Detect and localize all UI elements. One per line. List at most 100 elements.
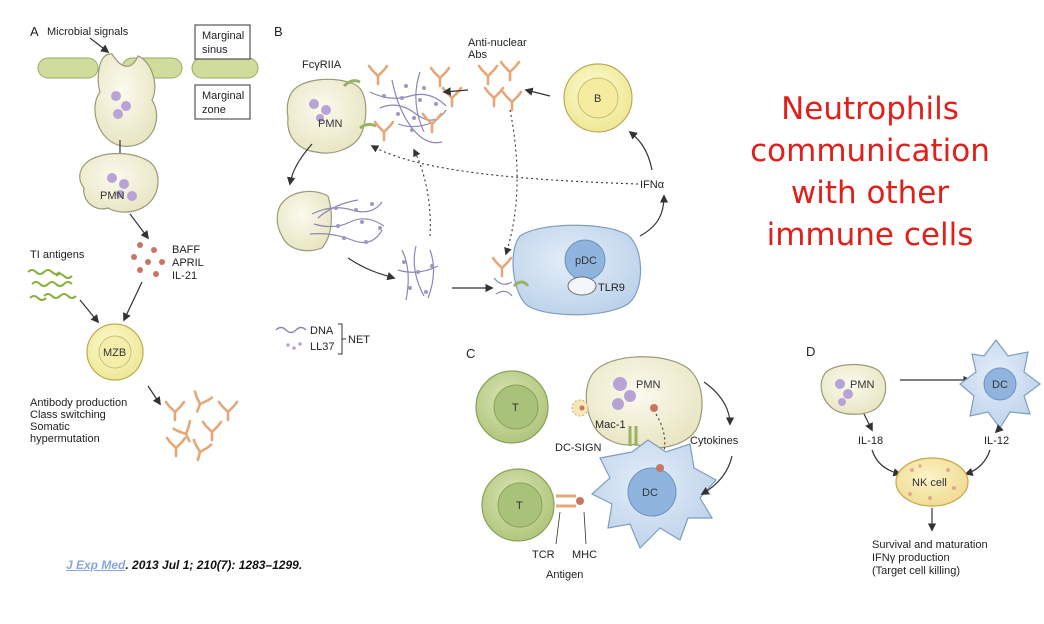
pmn-c-label: PMN — [636, 379, 661, 391]
t-cell-top-label: T — [512, 402, 519, 414]
marginal-zone-label-1: Marginal — [202, 90, 244, 102]
legend-ll37-label: LL37 — [310, 341, 334, 353]
outcome-hypermutation: hypermutation — [30, 433, 100, 445]
panel-c: C T PMN Mac-1 DC-SIGN DC Cytokines T — [466, 346, 739, 581]
tlr9-endosome — [567, 276, 597, 296]
il18-to-nk-arrow — [871, 449, 902, 477]
pmn-b-nucleus — [309, 99, 331, 122]
mhc-antigen-dot — [576, 497, 584, 505]
outcome-killing: (Target cell killing) — [872, 565, 960, 577]
pmn-to-il18-arrow — [863, 413, 873, 432]
ifn-to-pmn-dotted — [370, 145, 639, 185]
outcome-survival: Survival and maturation — [872, 539, 988, 551]
dc-c-label: DC — [642, 487, 658, 499]
headline-line-3: with other — [790, 175, 950, 211]
arrow-factors-to-mzb — [123, 281, 143, 322]
outcome-class-switching: Class switching — [30, 409, 106, 421]
nk-label: NK cell — [912, 477, 947, 489]
marginal-zone-box — [194, 84, 251, 120]
pmn-cell-c — [585, 356, 703, 449]
dc-d-label: DC — [992, 379, 1008, 391]
headline-line-4: immune cells — [766, 217, 974, 253]
pmn-cell-b — [286, 78, 367, 154]
tcr-mhc-pointers — [555, 511, 587, 545]
pmn-b-label: PMN — [318, 118, 343, 130]
panel-b: B FcγRIIA PMN Anti-nuclear Abs — [274, 24, 669, 355]
april-label: APRIL — [172, 257, 204, 269]
ifn-label: IFNα — [640, 179, 665, 191]
antibodies-anti-nuclear — [477, 60, 523, 112]
antigen-transfer-dotted — [655, 413, 666, 466]
dcsign-label: DC-SIGN — [555, 442, 602, 454]
legend-ll37-swatch — [286, 342, 302, 350]
arrow-to-factors — [129, 213, 150, 240]
headline: Neutrophils communication with other imm… — [720, 88, 1020, 256]
headline-line-1: Neutrophils — [781, 91, 959, 127]
panel-c-letter: C — [466, 346, 475, 361]
il21-label: IL-21 — [172, 270, 197, 282]
t-cell-top-nucleus — [493, 384, 539, 430]
arrow-b-to-abs — [524, 87, 551, 97]
fcr-receptors — [342, 79, 377, 130]
headline-line-2: communication — [750, 133, 990, 169]
pdc-label: pDC — [575, 255, 597, 267]
synapse-antigen-dot — [579, 405, 585, 411]
arrow-antigen-to-mzb — [79, 299, 100, 324]
ti-antigens-label: TI antigens — [30, 249, 85, 261]
t-cell-bottom-nucleus — [497, 482, 543, 528]
abs-to-pdc-dotted — [504, 109, 518, 256]
anti-nuclear-label-2: Abs — [468, 49, 487, 61]
cytokines-arrow-bottom — [700, 455, 733, 495]
il12-to-nk-arrow — [964, 449, 991, 476]
baff-label: BAFF — [172, 244, 200, 256]
tlr9-label: TLR9 — [598, 282, 625, 294]
pdc-bound-net — [493, 277, 513, 297]
netting-neutrophil — [276, 190, 332, 252]
net-to-pmn-dotted — [413, 148, 431, 237]
marginal-sinus-box — [194, 24, 251, 60]
dc-antigen-dot — [656, 464, 664, 472]
citation: J Exp Med. 2013 Jul 1; 210(7): 1283–1299… — [66, 558, 302, 572]
outcome-somatic: Somatic — [30, 421, 70, 433]
legend-dna-label: DNA — [310, 325, 334, 337]
pdc-receptor — [512, 280, 530, 288]
microbial-signals-arrow — [89, 37, 110, 54]
migrating-neutrophil — [94, 53, 158, 147]
fcr-label: FcγRIIA — [302, 59, 342, 71]
legend-bracket — [338, 323, 346, 355]
migrating-neutrophil-nucleus — [111, 91, 131, 119]
dc-d-nucleus — [983, 367, 1017, 401]
arrow-abs-to-net — [442, 87, 469, 96]
t-cell-bottom-label: T — [516, 500, 523, 512]
net-beads-b — [382, 84, 438, 132]
cytokines-arrow-top — [703, 381, 735, 426]
ifn-to-b-arrow — [628, 130, 653, 171]
pmn-to-netosis-arrow — [286, 143, 313, 186]
il18-label: IL-18 — [858, 435, 883, 447]
citation-details: . 2013 Jul 1; 210(7): 1283–1299. — [125, 558, 303, 572]
panel-b-letter: B — [274, 24, 283, 39]
nk-granules — [908, 464, 956, 500]
dc-c-nucleus — [627, 467, 677, 517]
ti-antigen-squiggles — [27, 269, 77, 301]
panel-d: D PMN DC IL-18 IL-12 NK cell Survival an… — [806, 339, 1041, 577]
pdc-bound-antibody — [491, 256, 513, 278]
il12-label: IL-12 — [984, 435, 1009, 447]
b-cell-nucleus — [577, 77, 619, 119]
panel-a-letter: A — [30, 24, 39, 39]
tcr-label: TCR — [532, 549, 555, 561]
mac1-label: Mac-1 — [595, 419, 626, 431]
marginal-sinus-label-2: sinus — [202, 44, 228, 56]
pmn-a-label: PMN — [100, 190, 125, 202]
pmn-cell-a — [79, 152, 159, 213]
citation-journal-link[interactable]: J Exp Med — [66, 558, 126, 572]
antibodies-a — [164, 390, 239, 464]
netosis-to-net-arrow — [347, 257, 396, 281]
mhc-label: MHC — [572, 549, 597, 561]
pmn-antigen-dot — [650, 404, 658, 412]
pmn-d-nucleus — [835, 379, 853, 406]
cytokines-label: Cytokines — [690, 435, 739, 447]
pmn-d-label: PMN — [850, 379, 875, 391]
outcome-antibody-production: Antibody production — [30, 397, 127, 409]
